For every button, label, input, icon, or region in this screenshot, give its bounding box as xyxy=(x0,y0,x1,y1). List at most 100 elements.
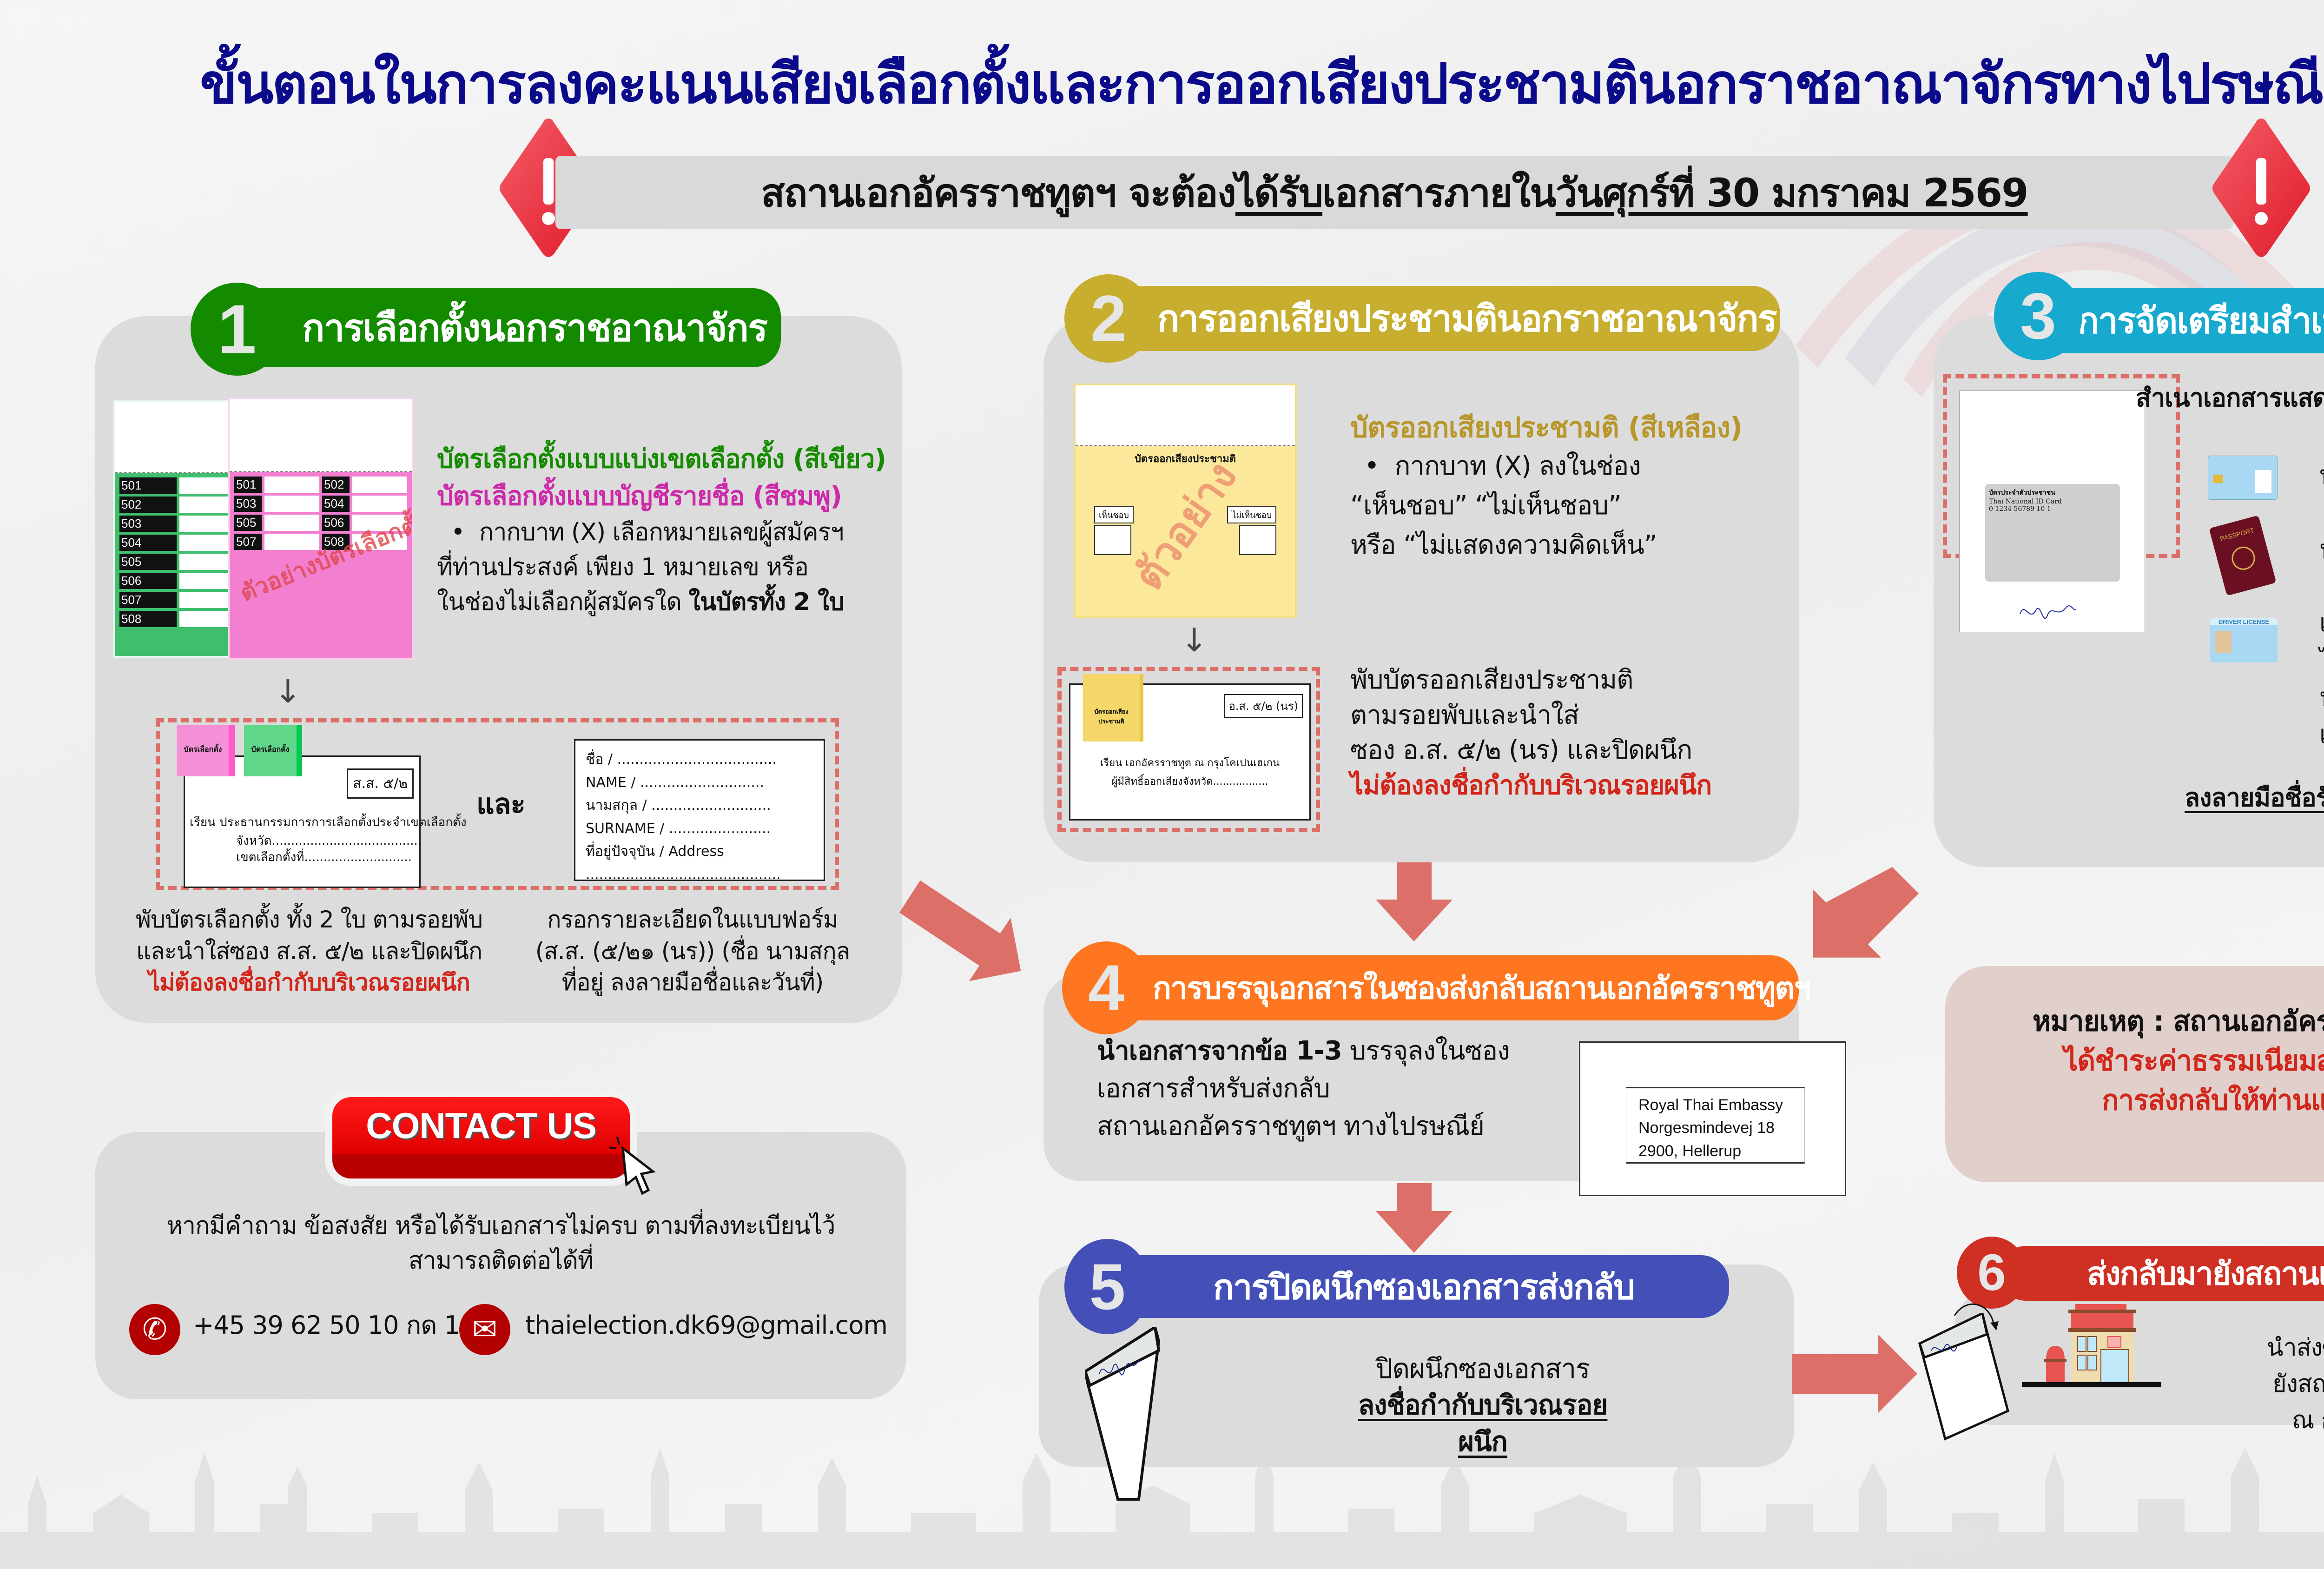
fee-note-text: หมายเหตุ : สถานเอกอัครราชทูตฯ ได้ชำระค่า… xyxy=(1964,1002,2324,1121)
step-2-bullet-line-2: “เห็นชอบ” “ไม่เห็นชอบ” xyxy=(1350,490,1622,521)
form-line-address: ที่อยู่ปัจจุบัน / Address xyxy=(586,843,724,860)
return-envelope: Royal Thai Embassy Norgesmindevej 18 290… xyxy=(1579,1041,1846,1196)
email-link[interactable]: thaielection.dk69@gmail.com xyxy=(525,1311,888,1340)
step-1-bullet-line-2: ที่ท่านประสงค์ เพียง 1 หมายเลข หรือ xyxy=(437,553,809,581)
notice-text-1: สถานเอกอัครราชทูตฯ จะต้อง xyxy=(761,170,1236,216)
envelope-district: ผู้มีสิทธิ์ออกเสียงจังหวัด..............… xyxy=(1111,776,1268,788)
page-title: ขั้นตอนในการลงคะแนนเสียงเลือกตั้งและการอ… xyxy=(200,52,2324,116)
phone-icon: ✆ xyxy=(129,1304,180,1355)
phone-number-link[interactable]: +45 39 62 50 10 กด 1 xyxy=(193,1311,460,1340)
step-4-instructions: นำเอกสารจากข้อ 1-3 บรรจุลงในซอง เอกสารสำ… xyxy=(1097,1036,1510,1142)
form-line-surname-th: นามสกุล / ........................... xyxy=(586,797,771,814)
signature-icon xyxy=(2020,605,2076,619)
step-1-bullet-line-3: ในช่องไม่เลือกผู้สมัครใด ในบัตรทั้ง 2 ใบ xyxy=(437,588,845,616)
step-2-bullet-line-3: หรือ “ไม่แสดงความคิดเห็น” xyxy=(1350,530,1657,560)
envelope-district: เขตเลือกตั้งที่.........................… xyxy=(236,850,412,864)
bullet-dot: • xyxy=(1364,451,1395,481)
step-2-number: 2 xyxy=(1064,274,1153,363)
arrow-step2-to-step4-icon xyxy=(1376,862,1452,941)
ss52-envelope: ส.ส. ๕/๒ เรียน ประธานกรรมการการเลือกตั้ง… xyxy=(184,755,467,888)
referendum-ballot-label: บัตรออกเสียงประชามติ (สีเหลือง) xyxy=(1350,411,1743,444)
pink-ballot-folded: บัตรเลือกตั้ง xyxy=(177,725,235,776)
step-6-instructions: นำส่งซองเอกสารกลับมา ยังสถานเอกอัครราชทู… xyxy=(2267,1334,2324,1434)
referendum-ballot-folded: บัตรออกเสียงประชามติ xyxy=(1083,674,1143,741)
city-skyline-decoration xyxy=(0,1448,2324,1569)
step-4-header: การบรรจุเอกสารในซองส่งกลับสถานเอกอัครราช… xyxy=(1069,955,1811,1020)
email-icon: ✉ xyxy=(459,1304,510,1355)
form-line-name-en: NAME / ............................ xyxy=(586,774,764,791)
down-arrow-icon: ↓ xyxy=(1181,621,1208,659)
deadline-notice-banner: สถานเอกอัครราชทูตฯ จะต้องได้รับเอกสารภาย… xyxy=(555,156,2233,229)
envelope-code: อ.ส. ๕/๒ (นร) xyxy=(1224,694,1303,718)
step-2-title: การออกเสียงประชามตินอกราชอาณาจักร xyxy=(1157,298,1777,340)
id-copy-page: บัตรประจำตัวประชาชน Thai National ID Car… xyxy=(1959,391,2145,632)
ballot-disagree-box: ไม่เห็นชอบ xyxy=(1227,506,1276,523)
address-line-1: Royal Thai Embassy xyxy=(1638,1096,1783,1114)
envelope-code: ส.ส. ๕/๒ xyxy=(347,768,414,799)
step-6-number: 6 xyxy=(1957,1237,2027,1309)
registration-form: ชื่อ / .................................… xyxy=(574,739,825,883)
step-1-title: การเลือกตั้งนอกราชอาณาจักร xyxy=(302,306,768,350)
address-line-2: Norgesmindevej 18 xyxy=(1638,1119,1775,1137)
step-3-heading: สำเนาเอกสารแสดงตน (อย่างใดอย่างหนึ่ง) xyxy=(2136,383,2324,412)
envelope-addressee: เรียน ประธานกรรมการการเลือกตั้งประจำเขตเ… xyxy=(190,815,467,829)
option-passport: หนังสือเดินทางไทย หรือ xyxy=(2319,532,2324,568)
step-1-number: 1 xyxy=(191,283,284,376)
step-2-header: การออกเสียงประชามตินอกราชอาณาจักร xyxy=(1083,286,1780,351)
sealed-envelope-icon xyxy=(1918,1313,2009,1441)
ballot-watermark: ตัวอย่าง xyxy=(1123,452,1247,599)
green-ballot-sample: 501 502 503 504 505 506 507 508 xyxy=(113,400,243,658)
envelope-addressee: เรียน เอกอัครราชทูต ณ กรุงโคเปนเฮเกน xyxy=(1100,757,1280,769)
step-1-bullet-line-1: • กากบาท (X) เลือกหมายเลขผู้สมัครฯ xyxy=(451,518,844,546)
step-1-header: การเลือกตั้งนอกราชอาณาจักร xyxy=(218,288,781,367)
curved-arrow-icon xyxy=(1954,1303,1999,1331)
driver-license-icon: DRIVER LICENSE xyxy=(2210,618,2278,662)
warning-diamond-icon-right xyxy=(2210,116,2312,260)
arrow-step3-to-step4-icon xyxy=(1813,867,1919,958)
step-1-caption-left: พับบัตรเลือกตั้ง ทั้ง 2 ใบ ตามรอยพับ และ… xyxy=(136,906,483,996)
post-office-icon xyxy=(2022,1304,2161,1387)
envelope-province: จังหวัด.................................… xyxy=(236,834,422,848)
pink-ballot-label: บัตรเลือกตั้งแบบบัญชีรายชื่อ (สีชมพู) xyxy=(437,481,842,511)
form-line-surname-en: SURNAME / ....................... xyxy=(586,820,771,837)
step-3-title: การจัดเตรียมสำเนาเอกสารแสดงตน xyxy=(2078,300,2324,341)
certify-signature-label: ลงลายมือชื่อรับรอง xyxy=(2185,783,2324,812)
green-ballot-folded: บัตรเลือกตั้ง xyxy=(244,725,302,776)
fee-note-box xyxy=(1945,966,2324,1182)
option-id-card: บัตรประชาชน หรือ xyxy=(2319,458,2324,493)
form-line-name-th: ชื่อ / .................................… xyxy=(586,751,777,768)
notice-deadline-date: วันศุกร์ที่ 30 มกราคม 2569 xyxy=(1555,170,2029,216)
step-1-envelope-frame xyxy=(156,718,839,890)
form-line-blank: ........................................… xyxy=(586,866,781,883)
sealed-envelope-icon xyxy=(1085,1327,1161,1501)
mouse-pointer-icon xyxy=(609,1136,656,1195)
contact-message: หากมีคำถาม ข้อสงสัย หรือได้รับเอกสารไม่ค… xyxy=(166,1212,836,1275)
contact-us-button[interactable]: CONTACT US xyxy=(332,1097,630,1178)
ballot-agree-box: เห็นชอบ xyxy=(1094,506,1134,523)
step-2-envelope-frame xyxy=(1057,667,1320,832)
step-2-caption: พับบัตรออกเสียงประชามติ ตามรอยพับและนำใส… xyxy=(1350,665,1712,801)
embassy-address-label: Royal Thai Embassy Norgesmindevej 18 290… xyxy=(1626,1087,1805,1164)
address-line-3: 2900, Hellerup xyxy=(1638,1142,1742,1160)
step-5-header: การปิดผนึกซองเอกสารส่งกลับ xyxy=(1074,1255,1729,1318)
id-card-icon xyxy=(2208,456,2278,500)
step-3-number: 3 xyxy=(1994,272,2082,360)
arrow-step4-to-step5-icon xyxy=(1376,1183,1452,1253)
down-arrow-icon: ↓ xyxy=(274,672,302,710)
bullet-dot: • xyxy=(451,518,479,546)
step-5-instructions: ปิดผนึกซองเอกสาร ลงชื่อกำกับบริเวณรอยผนึ… xyxy=(1358,1353,1608,1457)
step-4-number: 4 xyxy=(1062,941,1150,1034)
notice-text-received: ได้รับ xyxy=(1235,170,1323,216)
step-6-title: ส่งกลับมายังสถานเอกอัครราชทูตฯ xyxy=(2087,1256,2324,1292)
id-card-copy: บัตรประจำตัวประชาชน Thai National ID Car… xyxy=(1985,484,2120,582)
step-5-title: การปิดผนึกซองเอกสารส่งกลับ xyxy=(1213,1267,1635,1307)
step-2-bullet-line-1: • กากบาท (X) ลงในช่อง xyxy=(1364,451,1641,481)
green-ballot-label: บัตรเลือกตั้งแบบแบ่งเขตเลือกตั้ง (สีเขีย… xyxy=(437,444,886,474)
notice-text-3: เอกสารภายใน xyxy=(1322,170,1557,216)
step-1-caption-right: กรอกรายละเอียดในแบบฟอร์ม (ส.ส. (๕/๒๑ (นร… xyxy=(535,906,850,996)
pink-ballot-sample: 501 502 503 504 505 506 507 508 ตัวอย่าง… xyxy=(228,397,414,660)
and-label: และ xyxy=(476,788,526,821)
referendum-ballot-sample: บัตรออกเสียงประชามติ เห็นชอบ ไม่เห็นชอบ … xyxy=(1074,384,1297,618)
step-6-card xyxy=(1954,1290,2324,1425)
step-6-header: ส่งกลับมายังสถานเอกอัครราชทูตฯ xyxy=(1999,1246,2324,1301)
